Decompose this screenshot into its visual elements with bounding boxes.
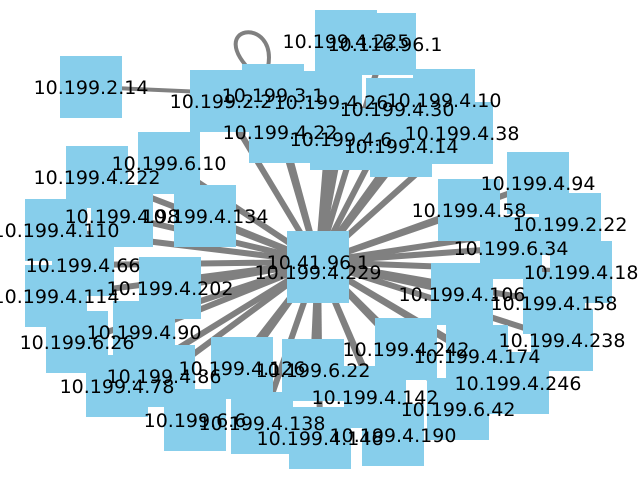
node-10-199-4-22[interactable] bbox=[249, 101, 311, 163]
node-10-199-4-78[interactable] bbox=[86, 355, 148, 417]
node-label-10-199-4-146: 10.199.4.146 bbox=[257, 428, 384, 450]
node-10-199-2-2[interactable] bbox=[190, 70, 252, 132]
node-label-10-199-6-42: 10.199.6.42 bbox=[401, 399, 516, 421]
node-label-10-199-4-229: 10.199.4.229 bbox=[255, 262, 382, 284]
node-10-199-4-38[interactable] bbox=[431, 102, 493, 164]
node-label-10-199-4-38: 10.199.4.38 bbox=[405, 123, 520, 145]
node-label-10-199-4-114: 10.199.4.114 bbox=[0, 286, 119, 308]
node-10-199-6-6[interactable] bbox=[164, 389, 226, 451]
node-10-116-96-1[interactable] bbox=[354, 13, 416, 75]
node-label-10-199-4-18: 10.199.4.18 bbox=[524, 262, 639, 284]
node-label-10-199-4-238: 10.199.4.238 bbox=[499, 330, 626, 352]
node-label-10-199-3-1: 10.199.3.1 bbox=[222, 85, 325, 107]
node-label-10-199-6-10: 10.199.6.10 bbox=[112, 153, 227, 175]
node-label-10-199-4-86: 10.199.4.86 bbox=[107, 366, 222, 388]
node-label-10-199-4-138: 10.199.4.138 bbox=[199, 413, 326, 435]
node-label-10-199-6-6: 10.199.6.6 bbox=[144, 410, 247, 432]
node-layer bbox=[25, 10, 612, 469]
node-label-10-199-6-34: 10.199.6.34 bbox=[454, 238, 569, 260]
node-10-199-6-10[interactable] bbox=[138, 132, 200, 194]
node-label-10-199-4-66: 10.199.4.66 bbox=[26, 255, 141, 277]
node-label-10-199-4-158: 10.199.4.158 bbox=[491, 293, 618, 315]
node-label-10-199-4-246: 10.199.4.246 bbox=[455, 373, 582, 395]
node-label-10-199-4-202: 10.199.4.202 bbox=[107, 278, 234, 300]
self-loop-edge-10-199-3-1 bbox=[233, 30, 271, 75]
node-label-10-199-6-26: 10.199.6.26 bbox=[20, 332, 135, 354]
node-10-199-6-22[interactable] bbox=[282, 339, 344, 401]
node-label-10-199-4-90: 10.199.4.90 bbox=[87, 322, 202, 344]
node-10-199-4-6[interactable] bbox=[310, 108, 372, 170]
node-label-10-199-4-190: 10.199.4.190 bbox=[330, 425, 457, 447]
node-label-10-199-4-126: 10.199.4.126 bbox=[179, 358, 306, 380]
node-label-10-199-4-58: 10.199.4.58 bbox=[412, 200, 527, 222]
node-10-199-6-42[interactable] bbox=[427, 378, 489, 440]
node-10-199-4-138[interactable] bbox=[231, 392, 293, 454]
node-label-10-199-4-26: 10.199.4.26 bbox=[274, 92, 389, 114]
node-label-10-41-96-1: 10.41.96.1 bbox=[267, 252, 370, 274]
node-label-10-199-4-78: 10.199.4.78 bbox=[60, 376, 175, 398]
node-10-199-4-190[interactable] bbox=[362, 404, 424, 466]
node-label-10-199-4-242: 10.199.4.242 bbox=[343, 339, 470, 361]
node-label-10-199-6-22: 10.199.6.22 bbox=[256, 360, 371, 382]
node-10-199-4-146[interactable] bbox=[289, 407, 351, 469]
node-label-10-199-4-174: 10.199.4.174 bbox=[414, 346, 541, 368]
node-10-199-4-14[interactable] bbox=[370, 115, 432, 177]
node-label-10-199-2-14: 10.199.2.14 bbox=[34, 77, 149, 99]
node-10-199-4-126[interactable] bbox=[211, 337, 273, 399]
node-label-10-199-4-30: 10.199.4.30 bbox=[340, 99, 455, 121]
node-label-10-199-2-2: 10.199.2.2 bbox=[170, 91, 273, 113]
node-10-199-2-14[interactable] bbox=[60, 56, 122, 118]
node-10-199-4-229[interactable] bbox=[287, 241, 349, 303]
node-label-10-199-4-10: 10.199.4.10 bbox=[387, 90, 502, 112]
node-label-10-199-4-142: 10.199.4.142 bbox=[312, 387, 439, 409]
node-label-10-199-4-6: 10.199.4.6 bbox=[290, 129, 393, 151]
node-label-10-199-4-106: 10.199.4.106 bbox=[399, 284, 526, 306]
edge-10-41-96-1-to-10-199-6-34 bbox=[317, 245, 512, 265]
node-label-10-199-4-14: 10.199.4.14 bbox=[344, 136, 459, 158]
node-label-10-199-4-98: 10.199.4.98 bbox=[65, 206, 180, 228]
node-label-10-199-4-94: 10.199.4.94 bbox=[481, 173, 596, 195]
node-10-199-4-246[interactable] bbox=[487, 352, 549, 414]
node-10-199-4-106[interactable] bbox=[431, 263, 493, 325]
node-label-10-199-4-222: 10.199.4.222 bbox=[34, 167, 161, 189]
node-label-10-199-4-225: 10.199.4.225 bbox=[283, 31, 410, 53]
node-label-10-199-4-110: 10.199.4.110 bbox=[0, 220, 119, 242]
node-label-10-199-2-22: 10.199.2.22 bbox=[513, 214, 628, 236]
node-label-10-199-4-134: 10.199.4.134 bbox=[142, 206, 269, 228]
node-10-199-4-134[interactable] bbox=[174, 185, 236, 247]
label-layer: 10.41.96.110.199.4.229 10.199.4.22510.116… bbox=[0, 31, 638, 450]
node-label-10-199-4-22: 10.199.4.22 bbox=[223, 122, 338, 144]
node-label-10-116-96-1: 10.116.96.1 bbox=[328, 34, 443, 56]
